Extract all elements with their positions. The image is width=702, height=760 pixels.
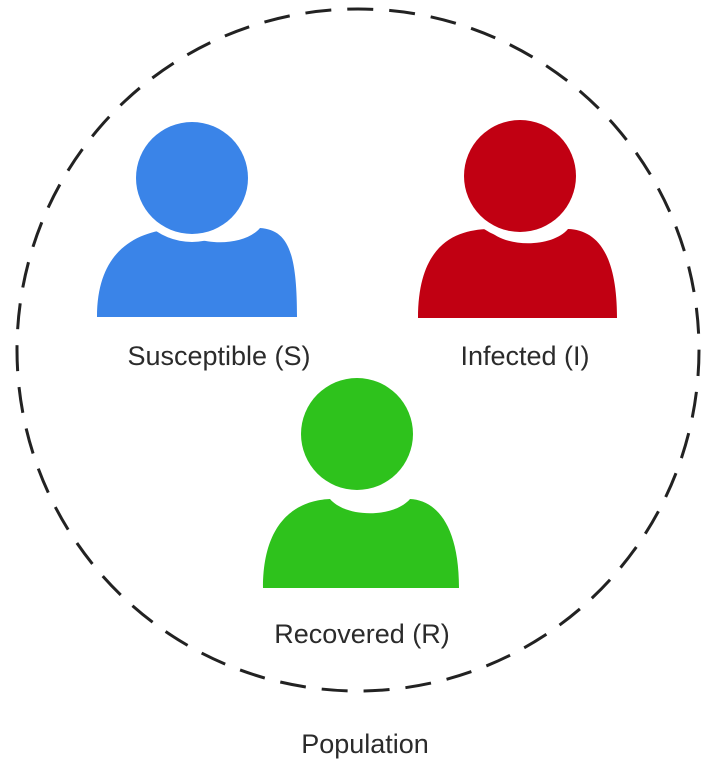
population-boundary xyxy=(15,7,701,693)
susceptible-person-icon xyxy=(97,114,297,317)
recovered-label: Recovered (R) xyxy=(274,619,450,649)
population-label: Population xyxy=(301,729,429,759)
recovered-person-icon xyxy=(263,372,459,588)
susceptible-label: Susceptible (S) xyxy=(127,341,311,371)
infected-person-icon xyxy=(418,112,617,318)
infected-label: Infected (I) xyxy=(460,341,590,371)
